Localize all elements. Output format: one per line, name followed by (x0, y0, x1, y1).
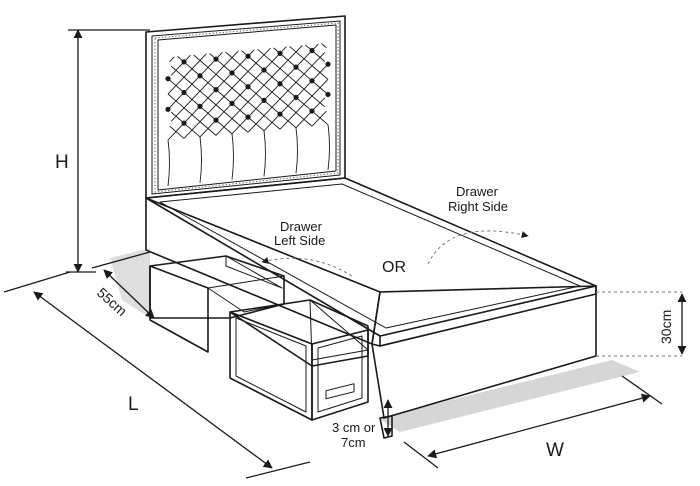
drawer-left-line1: Drawer (280, 219, 323, 234)
tufting-button-icon (213, 56, 219, 62)
drawer-right-line1: Drawer (456, 184, 499, 199)
length-label: L (128, 394, 139, 415)
tufting-button-icon (277, 81, 283, 87)
tuft-seam (169, 52, 223, 108)
tuft-seam (209, 53, 297, 129)
tuft-seam (305, 44, 326, 62)
tuft-seam (273, 47, 327, 94)
tufting-button-icon (309, 78, 315, 84)
tufting-button-icon (293, 94, 299, 101)
clearance-dimension: 3 cm or 7cm (332, 399, 393, 450)
tuft-pleat (231, 133, 234, 180)
tuft-seam (241, 50, 329, 126)
tufting-button-icon (277, 111, 283, 117)
tufting-button-icon (325, 61, 331, 67)
tufting-button-icon (261, 97, 267, 103)
tuft-seam (170, 50, 239, 122)
tuft-pleat (167, 139, 170, 187)
drawer-left-line2: Left Side (274, 233, 325, 248)
base-height-label: 30cm (658, 310, 674, 344)
tufting-button-icon (197, 73, 203, 79)
width-dimension: W (403, 375, 663, 469)
tufting-button-icon (213, 117, 219, 123)
tuft-seam (289, 46, 329, 80)
tuft-seam (193, 54, 281, 130)
tuft-seam (169, 125, 185, 139)
tufting-button-icon (245, 84, 251, 90)
tuft-seam (279, 79, 329, 130)
tuft-seam (321, 43, 327, 49)
tufting-button-icon (229, 100, 235, 106)
drawer-right-line2: Right Side (448, 199, 508, 214)
tuft-seam (169, 56, 175, 62)
width-label: W (546, 440, 564, 461)
tufting-button-icon (197, 103, 203, 109)
tufting-button-icon (165, 106, 171, 112)
base-front-side (371, 285, 597, 419)
tufting-button-icon (245, 53, 251, 59)
drawer-back (149, 255, 285, 353)
tuft-seam (247, 52, 326, 133)
tuft-seam (225, 51, 313, 127)
tufting-button-icon (277, 50, 283, 56)
height-dimension: H (55, 29, 150, 273)
tufting-button-icon (181, 120, 187, 126)
tuft-pleat (199, 136, 202, 183)
length-dimension: L (3, 271, 311, 479)
tuft-seam (170, 54, 191, 76)
tuft-pleat (263, 130, 266, 177)
tufting-button-icon (229, 70, 235, 76)
height-label: H (55, 152, 69, 173)
tufting-button-icon (325, 91, 331, 98)
tuft-seam (311, 110, 327, 127)
tufted-panel (165, 43, 331, 187)
tufting-button-icon (309, 47, 315, 54)
tufting-button-icon (309, 108, 315, 114)
drawer-front (229, 299, 369, 421)
clearance-label-line1: 3 cm or (332, 420, 376, 435)
tufting-button-icon (165, 76, 171, 82)
base-height-dimension: 30cm (596, 291, 687, 357)
tufting-button-icon (293, 64, 299, 70)
tuft-seam (177, 56, 265, 132)
tufting-button-icon (181, 59, 187, 65)
tuft-pleat (327, 124, 330, 171)
drawer-right-annotation: Drawer Right Side (427, 184, 529, 265)
tufting-button-icon (261, 67, 267, 73)
headboard (145, 15, 346, 199)
base-left-side (145, 197, 381, 345)
tufting-button-icon (213, 87, 219, 93)
drawer-handle[interactable] (325, 383, 355, 400)
floor-shadow-front (378, 360, 640, 432)
tufting-button-icon (181, 89, 187, 96)
tufting-button-icon (245, 114, 251, 120)
tuft-pleat (295, 127, 298, 174)
drawer-left-annotation: Drawer Left Side (261, 219, 353, 277)
tuft-seam (257, 48, 326, 108)
tuft-seam (170, 65, 249, 133)
clearance-label-line2: 7cm (341, 435, 366, 450)
or-label: OR (382, 259, 406, 276)
